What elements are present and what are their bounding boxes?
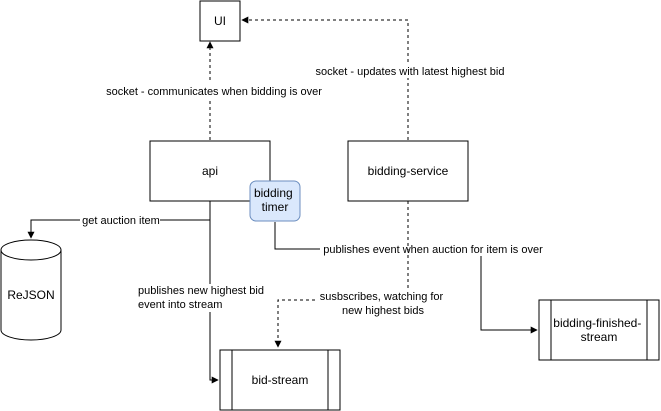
edge-label-timer-to-finished-stream: publishes event when auction for item is…	[323, 244, 543, 256]
edge-label-api-to-bid-stream: publishes new highest bid event into str…	[138, 285, 267, 311]
edge-label-api-to-ui: socket - communicates when bidding is ov…	[106, 86, 322, 98]
bidding-timer-box	[249, 180, 301, 222]
node-ui-label: UI	[214, 14, 226, 28]
node-ui: UI	[199, 0, 241, 42]
cylinder-top	[0, 239, 62, 261]
node-bidding-service: bidding-service	[347, 140, 469, 202]
edge-timer-to-finished-stream: publishes event when auction for item is…	[274, 222, 546, 334]
node-bidding-timer-line-1: bidding	[254, 186, 293, 200]
node-rejson-label: ReJSON	[7, 288, 54, 302]
node-bidding-finished-stream-line-1: bidding-finished-	[553, 316, 641, 330]
edge-label-service-to-bid-stream-line-2: new highest bids	[342, 305, 424, 317]
edge-label-api-to-bid-stream-line-1: publishes new highest bid	[138, 285, 264, 297]
node-bidding-timer: bidding timer	[249, 180, 301, 222]
node-bidding-service-label: bidding-service	[368, 164, 449, 178]
edge-service-to-bid-stream: susbscribes, watching for new highest bi…	[274, 201, 449, 348]
node-bidding-timer-line-2: timer	[262, 200, 289, 214]
edge-api-to-bid-stream: publishes new highest bid event into str…	[136, 220, 280, 384]
edge-service-to-ui: socket - updates with latest highest bid	[241, 16, 508, 140]
node-bid-stream-label: bid-stream	[252, 373, 309, 387]
edge-label-api-to-bid-stream-line-2: event into stream	[138, 299, 222, 311]
edge-api-to-rejson: get auction item	[27, 201, 211, 239]
node-bidding-finished-stream-label: bidding-finished- stream	[553, 316, 644, 344]
edge-label-service-to-bid-stream: susbscribes, watching for new highest bi…	[320, 291, 447, 317]
node-bidding-finished-stream-line-2: stream	[581, 330, 618, 344]
node-bid-stream: bid-stream	[219, 349, 341, 411]
node-api-label: api	[202, 164, 218, 178]
node-bidding-finished-stream: bidding-finished- stream	[538, 299, 660, 361]
node-rejson: ReJSON	[0, 239, 62, 341]
edge-label-service-to-bid-stream-line-1: susbscribes, watching for	[320, 291, 444, 303]
edge-label-api-to-rejson: get auction item	[82, 215, 160, 227]
edge-label-service-to-ui: socket - updates with latest highest bid	[316, 66, 505, 78]
node-bidding-timer-label: bidding timer	[254, 186, 296, 214]
edge-api-to-ui: socket - communicates when bidding is ov…	[104, 41, 324, 140]
